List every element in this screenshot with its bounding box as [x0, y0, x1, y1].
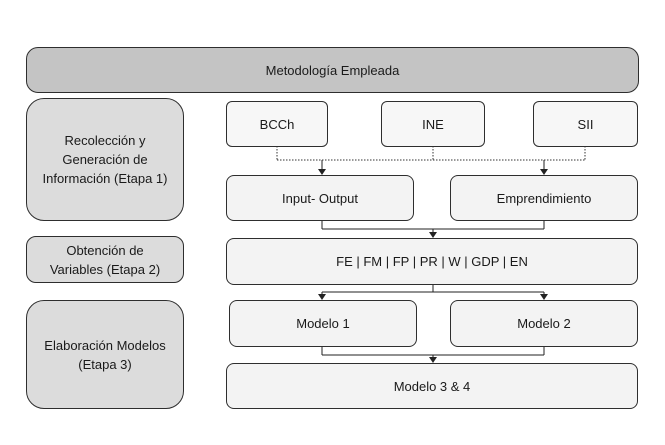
model-2-label: Modelo 2 [517, 316, 571, 331]
output-emprendimiento-label: Emprendimiento [496, 190, 592, 206]
variables-box: FE | FM | FP | PR | W | GDP | EN [226, 238, 638, 285]
model-3-4-label: Modelo 3 & 4 [393, 378, 471, 394]
output-emprendimiento: Emprendimiento [450, 175, 638, 221]
header-methodology: Metodología Empleada [26, 47, 639, 93]
stage-3-box: Elaboración Modelos (Etapa 3) [26, 300, 184, 409]
variables-label: FE | FM | FP | PR | W | GDP | EN [336, 254, 528, 269]
output-input-output: Input- Output [226, 175, 414, 221]
output-input-output-label: Input- Output [282, 190, 358, 206]
header-title: Metodología Empleada [265, 62, 400, 78]
stage-3-label: Elaboración Modelos (Etapa 3) [44, 337, 166, 372]
source-bcch-label: BCCh [259, 116, 295, 132]
model-1-label: Modelo 1 [296, 316, 350, 331]
model-3-4-box: Modelo 3 & 4 [226, 363, 638, 409]
model-2-box: Modelo 2 [450, 300, 638, 347]
stage-2-label: Obtención de Variables (Etapa 2) [49, 242, 161, 277]
stage-2-box: Obtención de Variables (Etapa 2) [26, 236, 184, 283]
source-ine: INE [381, 101, 485, 147]
stage-1-label: Recolección y Generación de Información … [42, 133, 168, 186]
source-sii-label: SII [577, 116, 594, 132]
source-sii: SII [533, 101, 638, 147]
stage-1-box: Recolección y Generación de Información … [26, 98, 184, 221]
source-bcch: BCCh [226, 101, 328, 147]
model-1-box: Modelo 1 [229, 300, 417, 347]
source-ine-label: INE [422, 116, 444, 132]
